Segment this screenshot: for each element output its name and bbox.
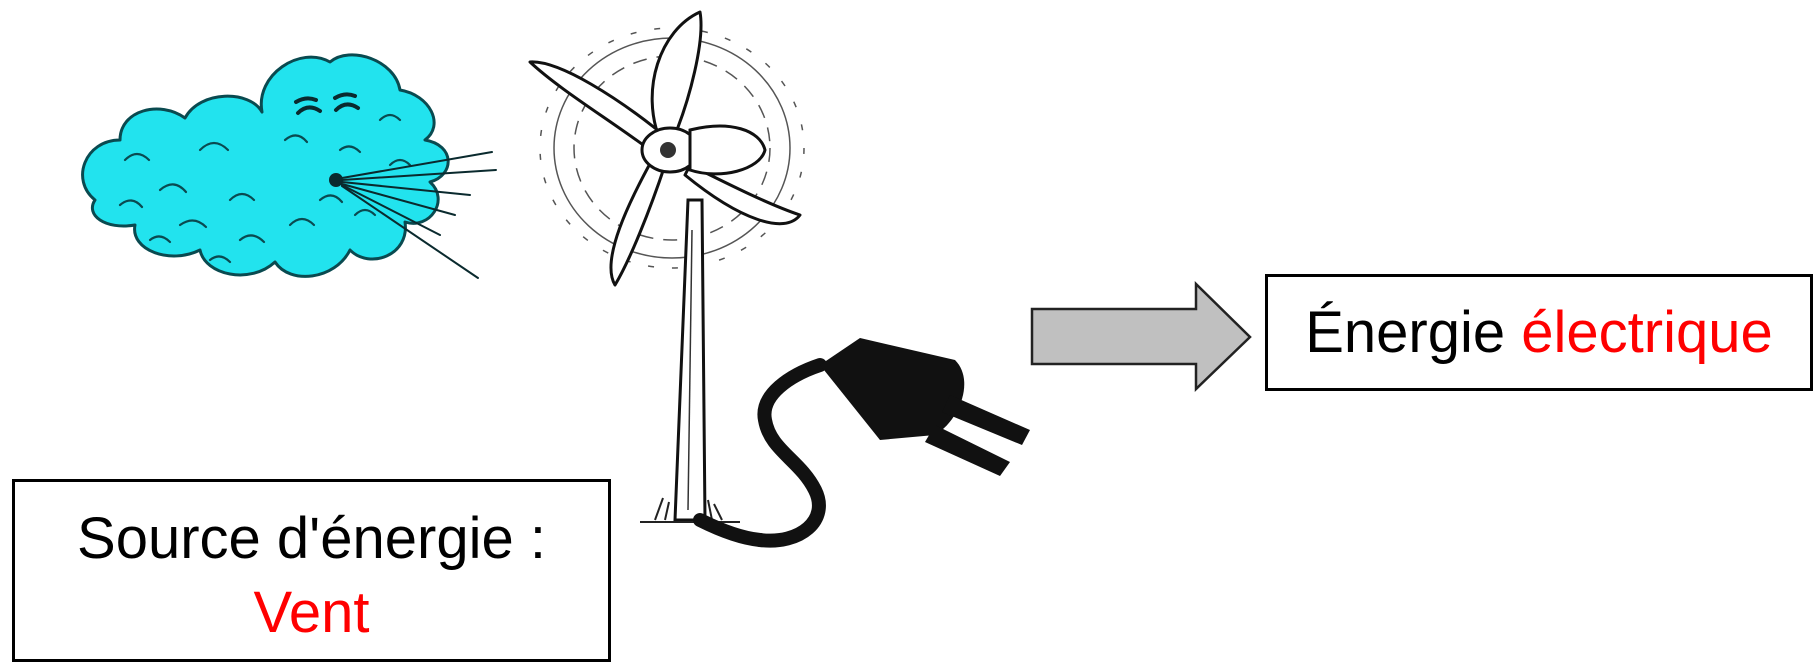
energy-source-value: Vent (15, 576, 608, 650)
right-arrow-icon (1032, 284, 1250, 389)
energy-source-label: Source d'énergie : (15, 502, 608, 576)
output-energy-box: Énergie électrique (1265, 274, 1813, 391)
wind-turbine-icon (530, 12, 804, 522)
energy-source-box: Source d'énergie : Vent (12, 479, 611, 662)
output-energy-value: électrique (1521, 300, 1772, 365)
blowing-cloud-icon (83, 55, 496, 278)
electric-plug-icon (700, 338, 1030, 541)
output-energy-label: Énergie (1305, 300, 1521, 365)
